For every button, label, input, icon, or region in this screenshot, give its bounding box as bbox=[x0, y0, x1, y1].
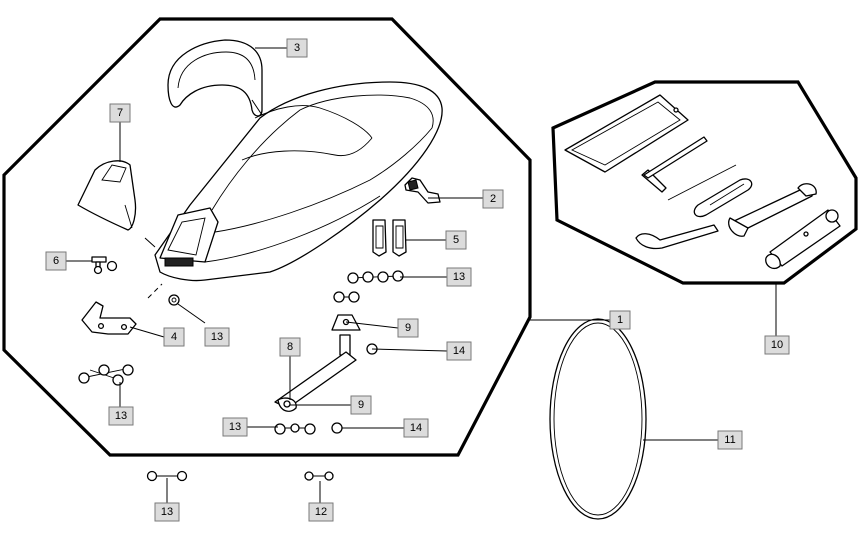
callout-9-upper: 9 bbox=[397, 318, 419, 338]
assembly-guideline bbox=[147, 283, 163, 299]
gasket-ring-part bbox=[549, 318, 647, 520]
svg-text:4: 4 bbox=[171, 331, 177, 343]
callout-1: 1 bbox=[609, 310, 631, 330]
box-wrench-part bbox=[765, 209, 841, 270]
fastener-part-12 bbox=[304, 471, 334, 481]
bolt-part bbox=[91, 256, 118, 275]
callout-4: 4 bbox=[163, 327, 185, 347]
bracket-part bbox=[81, 301, 137, 335]
svg-text:6: 6 bbox=[53, 255, 59, 267]
svg-text:1: 1 bbox=[617, 314, 623, 326]
seat-part bbox=[154, 81, 443, 282]
hook-wrench-part bbox=[635, 224, 719, 250]
nut-plate-part-e bbox=[146, 470, 188, 482]
svg-text:11: 11 bbox=[724, 434, 735, 446]
svg-text:2: 2 bbox=[490, 193, 496, 205]
screwdriver-part bbox=[667, 164, 753, 218]
callout-14-b: 14 bbox=[403, 418, 429, 438]
callout-13-c: 13 bbox=[108, 406, 134, 426]
svg-text:7: 7 bbox=[117, 107, 123, 119]
callout-6: 6 bbox=[45, 251, 67, 271]
svg-text:8: 8 bbox=[287, 341, 293, 353]
leader-lines bbox=[66, 47, 777, 503]
svg-text:10: 10 bbox=[771, 339, 783, 351]
svg-text:9: 9 bbox=[405, 322, 411, 334]
hex-key-part bbox=[641, 136, 708, 193]
callout-12: 12 bbox=[308, 502, 334, 522]
callout-2: 2 bbox=[482, 189, 504, 209]
callout-9-lower: 9 bbox=[350, 395, 372, 415]
svg-text:13: 13 bbox=[211, 331, 223, 343]
callout-13-d: 13 bbox=[222, 417, 248, 437]
callout-10: 10 bbox=[764, 335, 790, 355]
callout-7: 7 bbox=[109, 103, 131, 123]
svg-text:5: 5 bbox=[453, 234, 459, 246]
backrest-part bbox=[167, 39, 263, 117]
svg-text:3: 3 bbox=[294, 42, 300, 54]
tool-bag-part bbox=[564, 94, 689, 173]
seat-stay-part bbox=[274, 314, 361, 412]
cap-part-b bbox=[331, 422, 343, 434]
seat-assembly-boundary bbox=[2, 17, 532, 457]
svg-text:9: 9 bbox=[358, 399, 364, 411]
open-wrench-part bbox=[728, 183, 817, 237]
callout-5: 5 bbox=[445, 230, 467, 250]
nut-plate-part-d bbox=[274, 423, 316, 435]
svg-text:14: 14 bbox=[453, 345, 465, 357]
svg-text:13: 13 bbox=[453, 271, 465, 283]
callout-8: 8 bbox=[279, 337, 301, 357]
svg-text:13: 13 bbox=[115, 410, 127, 422]
svg-text:12: 12 bbox=[315, 506, 327, 518]
nut-plate-part-b bbox=[78, 364, 134, 386]
callout-13-a: 13 bbox=[204, 327, 230, 347]
svg-text:14: 14 bbox=[410, 422, 422, 434]
callout-11: 11 bbox=[717, 430, 743, 450]
svg-text:13: 13 bbox=[229, 421, 241, 433]
rear-cover-part bbox=[77, 160, 137, 231]
nut-plate-part-c bbox=[333, 270, 404, 303]
callout-14-a: 14 bbox=[446, 341, 472, 361]
washer-part-a bbox=[168, 294, 180, 306]
callout-13-e: 13 bbox=[154, 502, 180, 522]
strap-part bbox=[372, 219, 407, 257]
tool-kit-boundary bbox=[551, 80, 858, 285]
callout-13-b: 13 bbox=[446, 267, 472, 287]
svg-text:13: 13 bbox=[161, 506, 173, 518]
latch-part bbox=[404, 177, 441, 204]
callout-3: 3 bbox=[286, 38, 308, 58]
